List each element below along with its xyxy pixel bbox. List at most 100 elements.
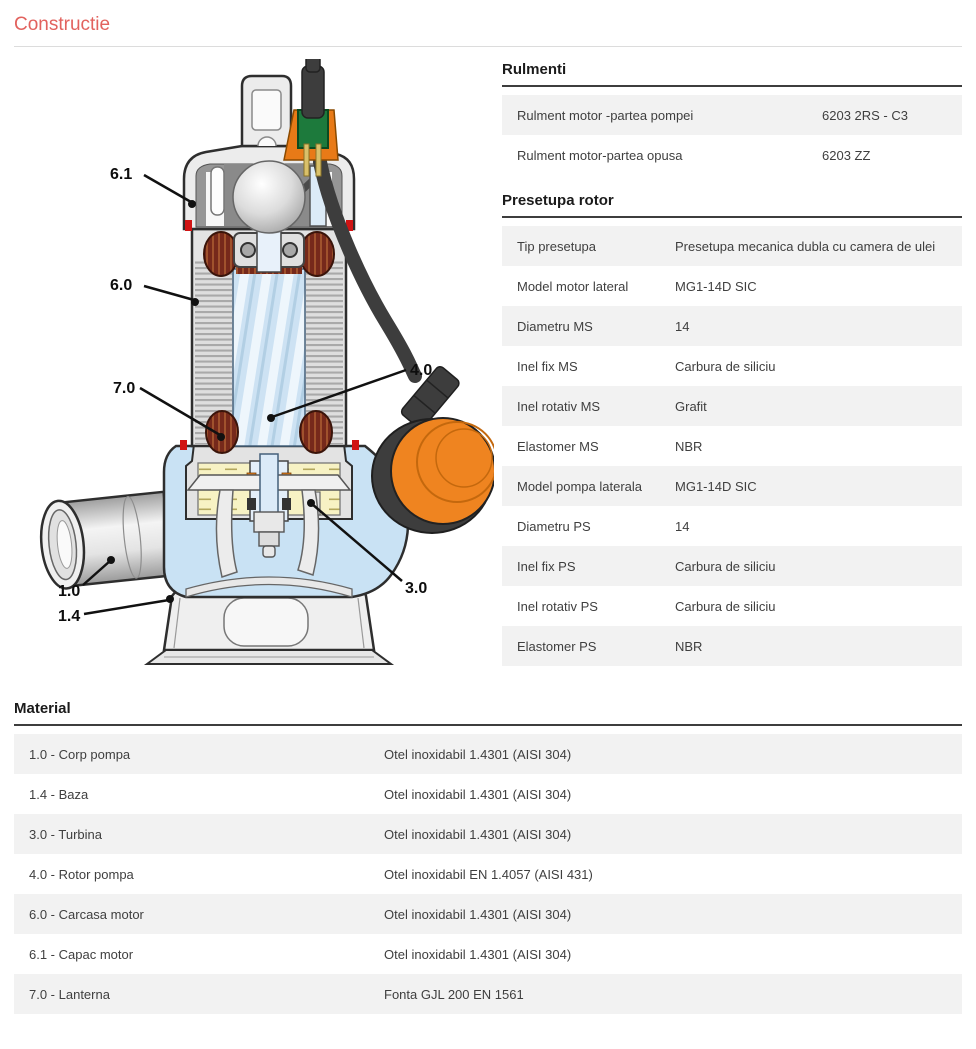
row-value: Otel inoxidabil 1.4301 (AISI 304) bbox=[384, 826, 572, 842]
row-value: Carbura de siliciu bbox=[675, 558, 776, 574]
row-value: 14 bbox=[675, 318, 690, 334]
row-label: 4.0 - Rotor pompa bbox=[29, 866, 134, 882]
material-title: Material bbox=[14, 698, 962, 726]
table-row: 7.0 - Lanterna Fonta GJL 200 EN 1561 bbox=[14, 974, 962, 1014]
presetupa-title: Presetupa rotor bbox=[502, 190, 962, 218]
material-rows: 1.0 - Corp pompa Otel inoxidabil 1.4301 … bbox=[14, 734, 962, 1014]
rulmenti-title: Rulmenti bbox=[502, 59, 962, 87]
table-row: Inel fix MS Carbura de siliciu bbox=[502, 346, 962, 386]
title-divider bbox=[14, 46, 962, 47]
cable-gland bbox=[283, 55, 339, 177]
row-label: Diametru MS bbox=[517, 318, 593, 334]
motor-casing bbox=[190, 227, 348, 454]
label-1-4: 1.4 bbox=[58, 608, 80, 625]
table-row: 4.0 - Rotor pompa Otel inoxidabil EN 1.4… bbox=[14, 854, 962, 894]
row-label: Model motor lateral bbox=[517, 278, 629, 294]
table-row: Rulment motor -partea pompei 6203 2RS - … bbox=[502, 95, 962, 135]
row-label: 1.4 - Baza bbox=[29, 786, 89, 802]
outlet-pipe bbox=[39, 490, 174, 590]
impeller bbox=[185, 453, 353, 598]
row-value: Otel inoxidabil 1.4301 (AISI 304) bbox=[384, 906, 572, 922]
table-row: Model motor lateral MG1-14D SIC bbox=[502, 266, 962, 306]
rulmenti-table: Rulmenti Rulment motor -partea pompei 62… bbox=[502, 59, 962, 175]
table-row: Tip presetupa Presetupa mecanica dubla c… bbox=[502, 226, 962, 266]
presetupa-rows: Tip presetupa Presetupa mecanica dubla c… bbox=[502, 226, 962, 666]
label-7-0: 7.0 bbox=[113, 380, 135, 397]
row-value: Otel inoxidabil 1.4301 (AISI 304) bbox=[384, 946, 572, 962]
rulmenti-rows: Rulment motor -partea pompei 6203 2RS - … bbox=[502, 95, 962, 175]
row-value: Presetupa mecanica dubla cu camera de ul… bbox=[675, 238, 936, 254]
presetupa-table: Presetupa rotor Tip presetupa Presetupa … bbox=[502, 190, 962, 666]
top-section: 6.1 6.0 7.0 4.0 3.0 1.0 1.4 Rulmenti Rul… bbox=[14, 55, 962, 684]
table-row: 6.1 - Capac motor Otel inoxidabil 1.4301… bbox=[14, 934, 962, 974]
row-label: Inel fix MS bbox=[517, 358, 578, 374]
row-label: 3.0 - Turbina bbox=[29, 826, 102, 842]
row-value: Grafit bbox=[675, 398, 707, 414]
row-label: Inel fix PS bbox=[517, 558, 576, 574]
row-value: MG1-14D SIC bbox=[675, 478, 757, 494]
table-row: 1.0 - Corp pompa Otel inoxidabil 1.4301 … bbox=[14, 734, 962, 774]
row-label: Elastomer PS bbox=[517, 638, 597, 654]
row-label: Diametru PS bbox=[517, 518, 591, 534]
label-4-0: 4.0 bbox=[410, 362, 432, 379]
label-3-0: 3.0 bbox=[405, 580, 427, 597]
table-row: Inel rotativ PS Carbura de siliciu bbox=[502, 586, 962, 626]
stator-winding bbox=[205, 410, 239, 454]
float-switch bbox=[371, 366, 498, 534]
diagram-dots bbox=[107, 200, 315, 603]
capacitor-ball bbox=[232, 160, 306, 234]
table-row: Diametru PS 14 bbox=[502, 506, 962, 546]
row-value: Otel inoxidabil 1.4301 (AISI 304) bbox=[384, 746, 572, 762]
table-row: Elastomer PS NBR bbox=[502, 626, 962, 666]
row-value: Otel inoxidabil EN 1.4057 (AISI 431) bbox=[384, 866, 593, 882]
pump-base bbox=[143, 571, 395, 665]
table-row: Model pompa laterala MG1-14D SIC bbox=[502, 466, 962, 506]
row-value: NBR bbox=[675, 438, 703, 454]
power-cable bbox=[313, 155, 422, 383]
pump-shaft bbox=[259, 453, 279, 521]
page-title: Constructie bbox=[14, 14, 111, 35]
row-label: Elastomer MS bbox=[517, 438, 599, 454]
row-value: 6203 ZZ bbox=[822, 147, 871, 163]
motor-cap bbox=[182, 144, 356, 234]
row-value: NBR bbox=[675, 638, 703, 654]
table-row: 3.0 - Turbina Otel inoxidabil 1.4301 (AI… bbox=[14, 814, 962, 854]
stator-winding bbox=[299, 231, 335, 277]
row-label: 6.0 - Carcasa motor bbox=[29, 906, 144, 922]
table-row: Rulment motor-partea opusa 6203 ZZ bbox=[502, 135, 962, 175]
row-value: 6203 2RS - C3 bbox=[822, 107, 908, 123]
table-row: 1.4 - Baza Otel inoxidabil 1.4301 (AISI … bbox=[14, 774, 962, 814]
table-row: 6.0 - Carcasa motor Otel inoxidabil 1.43… bbox=[14, 894, 962, 934]
row-label: 1.0 - Corp pompa bbox=[29, 746, 131, 762]
row-label: Inel rotativ MS bbox=[517, 398, 601, 414]
seal-marker-left bbox=[180, 440, 187, 450]
table-row: Diametru MS 14 bbox=[502, 306, 962, 346]
label-1-0: 1.0 bbox=[58, 583, 80, 600]
pump-diagram-container: 6.1 6.0 7.0 4.0 3.0 1.0 1.4 bbox=[14, 55, 502, 684]
row-value: Otel inoxidabil 1.4301 (AISI 304) bbox=[384, 786, 572, 802]
table-row: Inel rotativ MS Grafit bbox=[502, 386, 962, 426]
row-label: Model pompa laterala bbox=[517, 478, 643, 494]
diagram-annotations bbox=[82, 173, 407, 616]
handle bbox=[240, 74, 293, 148]
row-value: Carbura de siliciu bbox=[675, 598, 776, 614]
label-6-1: 6.1 bbox=[110, 166, 132, 183]
row-value: Carbura de siliciu bbox=[675, 358, 776, 374]
row-label: Rulment motor-partea opusa bbox=[517, 147, 683, 163]
row-label: Tip presetupa bbox=[517, 238, 597, 254]
pump-cross-section-diagram: 6.1 6.0 7.0 4.0 3.0 1.0 1.4 bbox=[39, 55, 498, 665]
stator-winding bbox=[299, 410, 333, 454]
seal-marker-right bbox=[352, 440, 359, 450]
row-value: MG1-14D SIC bbox=[675, 278, 757, 294]
row-value: Fonta GJL 200 EN 1561 bbox=[384, 986, 524, 1002]
row-label: 6.1 - Capac motor bbox=[29, 946, 134, 962]
table-row: Elastomer MS NBR bbox=[502, 426, 962, 466]
label-6-0: 6.0 bbox=[110, 277, 132, 294]
right-column: Rulmenti Rulment motor -partea pompei 62… bbox=[502, 59, 962, 684]
row-label: 7.0 - Lanterna bbox=[29, 986, 110, 1002]
row-label: Rulment motor -partea pompei bbox=[517, 107, 694, 123]
table-row: Inel fix PS Carbura de siliciu bbox=[502, 546, 962, 586]
row-value: 14 bbox=[675, 518, 690, 534]
row-label: Inel rotativ PS bbox=[517, 598, 598, 614]
